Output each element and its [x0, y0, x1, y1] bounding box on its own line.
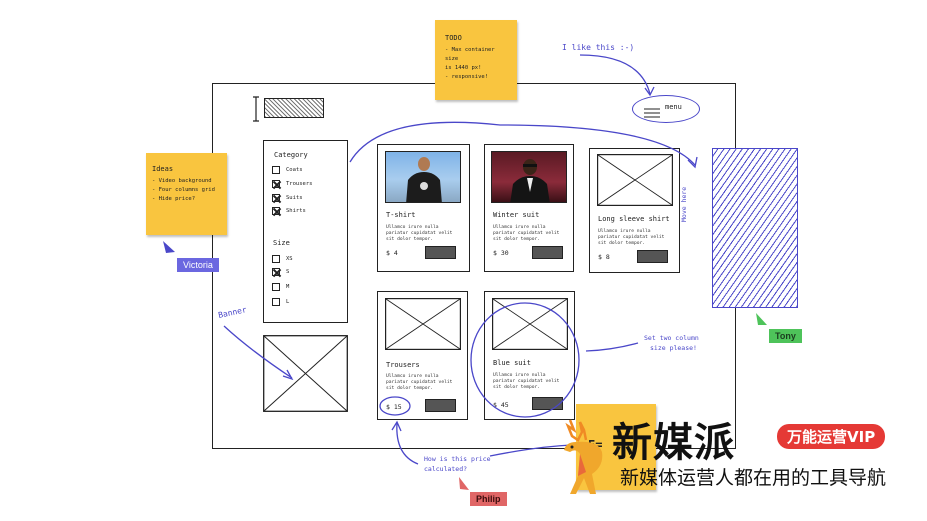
ideas-item: - Hide price? [152, 196, 196, 202]
product-name: T-shirt [386, 211, 416, 219]
comment-price-question-line2: calculated? [424, 465, 468, 473]
product-description: Ullamco irure nulla pariatur cupidatat v… [493, 373, 560, 390]
vip-badge: 万能运营VIP [777, 424, 886, 449]
comment-price-question-line1: How is this price [424, 455, 491, 463]
product-description: Ullamco irure nulla pariatur cupidatat v… [493, 225, 560, 242]
filter-suits[interactable]: Suits [272, 194, 303, 202]
todo-title: TODO [445, 34, 462, 42]
cursor-label-victoria: Victoria [177, 258, 219, 272]
brand-title: 新媒派 [612, 420, 735, 466]
product-price: $ 45 [493, 401, 509, 409]
philip-cursor-icon [459, 477, 469, 490]
ideas-title: Ideas [152, 165, 174, 173]
menu-button[interactable] [632, 95, 700, 123]
todo-item: - responsive! [445, 74, 489, 80]
cursor-label-philip: Philip [470, 492, 507, 506]
checkbox[interactable] [272, 166, 280, 174]
checkbox-checked[interactable] [272, 194, 280, 202]
tony-cursor-icon [756, 313, 767, 325]
filter-size-xs[interactable]: XS [272, 255, 293, 263]
product-name: Long sleeve shirt [598, 215, 670, 223]
product-price: $ 15 [386, 403, 402, 411]
product-name: Trousers [386, 361, 420, 369]
banner-placeholder [263, 335, 348, 412]
product-photo-winter-suit [491, 151, 567, 203]
comment-move-here: Move here [680, 186, 688, 222]
checkbox-checked[interactable] [272, 180, 280, 188]
todo-item: - Max container size [445, 47, 495, 62]
add-to-cart-button[interactable] [425, 246, 456, 259]
ideas-sticky-note[interactable]: Ideas - Video background - Four columns … [146, 153, 227, 235]
checkbox[interactable] [272, 298, 280, 306]
add-to-cart-button[interactable] [637, 250, 668, 263]
comment-two-column-line1: Set two column [644, 334, 699, 342]
filter-coats[interactable]: Coats [272, 166, 303, 174]
menu-label: menu [665, 103, 682, 111]
category-title: Category [274, 151, 308, 159]
filter-size-s[interactable]: S [272, 268, 289, 276]
product-photo-tshirt [385, 151, 461, 203]
image-placeholder-icon [597, 154, 673, 206]
product-price: $ 4 [386, 249, 398, 257]
todo-item: is 1440 px! [445, 65, 482, 71]
checkbox-checked[interactable] [272, 268, 280, 276]
image-placeholder-icon [385, 298, 461, 350]
hamburger-icon [643, 104, 661, 118]
comment-like-this: I like this :-) [562, 43, 635, 52]
product-price: $ 8 [598, 253, 610, 261]
product-description: Ullamco irure nulla pariatur cupidatat v… [386, 374, 453, 391]
add-to-cart-button[interactable] [425, 399, 456, 412]
victoria-cursor-icon [163, 241, 175, 253]
size-title: Size [273, 239, 290, 247]
product-card[interactable]: Trousers Ullamco irure nulla pariatur cu… [377, 291, 468, 420]
checkbox[interactable] [272, 255, 280, 263]
add-to-cart-button[interactable] [532, 246, 563, 259]
cursor-label-tony: Tony [769, 329, 802, 343]
comment-two-column-line2: size please! [650, 344, 697, 352]
product-price: $ 30 [493, 249, 509, 257]
filter-shirts[interactable]: Shirts [272, 207, 306, 215]
filter-trousers[interactable]: Trousers [272, 180, 313, 188]
deer-logo-icon [556, 418, 612, 496]
logo-placeholder [264, 98, 324, 118]
product-description: Ullamco irure nulla pariatur cupidatat v… [598, 229, 665, 246]
filter-size-m[interactable]: M [272, 283, 289, 291]
product-description: Ullamco irure nulla pariatur cupidatat v… [386, 225, 453, 242]
product-card[interactable]: Blue suit Ullamco irure nulla pariatur c… [484, 291, 575, 420]
hatched-drop-area [712, 148, 798, 308]
product-name: Winter suit [493, 211, 540, 219]
product-name: Blue suit [493, 359, 531, 367]
product-card[interactable]: Winter suit Ullamco irure nulla pariatur… [484, 144, 574, 272]
product-card[interactable]: Long sleeve shirt Ullamco irure nulla pa… [589, 148, 680, 273]
brand-tagline: 新媒体运营人都在用的工具导航 [620, 467, 887, 489]
text-cursor-icon [252, 96, 260, 122]
image-placeholder-icon [492, 298, 568, 350]
todo-sticky-note[interactable]: TODO - Max container size is 1440 px! - … [435, 20, 517, 100]
ideas-item: - Video background [152, 178, 212, 184]
filter-size-l[interactable]: L [272, 298, 289, 306]
checkbox-checked[interactable] [272, 207, 280, 215]
ideas-item: - Four columns grid [152, 187, 215, 193]
product-card[interactable]: T-shirt Ullamco irure nulla pariatur cup… [377, 144, 470, 272]
checkbox[interactable] [272, 283, 280, 291]
